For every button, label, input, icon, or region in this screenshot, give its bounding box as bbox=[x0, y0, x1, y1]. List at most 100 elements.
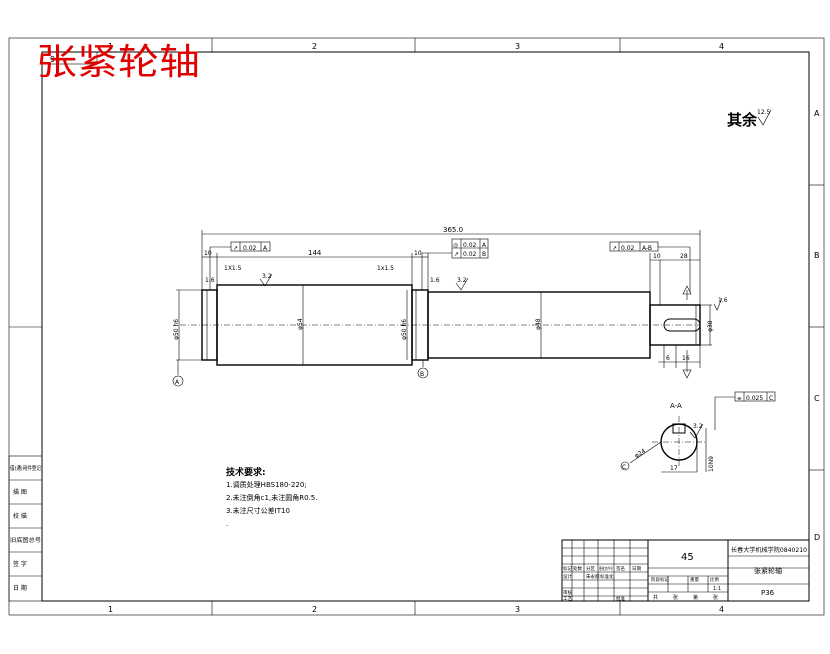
grid-col-bottom-1: 1 bbox=[108, 605, 113, 614]
roughness-symbol bbox=[757, 109, 772, 126]
svg-text:0.02: 0.02 bbox=[463, 251, 477, 258]
dim-left-journal: φ50 h6 bbox=[173, 319, 180, 340]
dim-mid-step: 10 bbox=[414, 250, 422, 257]
corner-code: 91 bbox=[50, 55, 60, 64]
dim-mid-journal: φ50 h6 bbox=[401, 319, 408, 340]
rough-mid-value: 3.2 bbox=[457, 277, 467, 284]
tb-material: 45 bbox=[681, 552, 694, 563]
tolerance-right: ↗ 0.02 A-B bbox=[609, 241, 691, 292]
dim-chamfer-right: 1x1.5 bbox=[377, 265, 394, 272]
outer-frame bbox=[8, 37, 825, 616]
dim-middle-length: 144 bbox=[308, 249, 322, 257]
tb-drawing-no: P36 bbox=[761, 589, 775, 597]
dim-big-diameter: φ54 bbox=[297, 318, 304, 330]
svg-text:0.02: 0.02 bbox=[243, 245, 257, 252]
svg-text:A: A bbox=[482, 242, 487, 249]
svg-text:0.02: 0.02 bbox=[463, 242, 477, 249]
svg-text:C: C bbox=[769, 395, 773, 402]
grid-col-bottom-4: 4 bbox=[719, 605, 724, 614]
tb-process-3: 批准 bbox=[616, 595, 625, 602]
tolerance-mid: ◎ 0.02 A ↗ 0.02 B bbox=[421, 238, 489, 290]
grid-col-bottom-3: 3 bbox=[515, 605, 520, 614]
tb-sheet-1: 共 bbox=[653, 594, 658, 601]
tb-school: 长春大学机械学院0840210 bbox=[731, 546, 807, 554]
side-cell-1: 借(通)用件登记 bbox=[10, 464, 41, 472]
side-cell-4: 旧底图总号 bbox=[10, 536, 42, 544]
tech-note-1: 1.调质处理HBS180-220; bbox=[226, 480, 307, 489]
tb-header-4: 更改文件号 bbox=[599, 565, 613, 571]
rough-mid-symbol bbox=[455, 277, 469, 291]
tb-scale: 1:1 bbox=[713, 586, 721, 592]
rough-left-symbol bbox=[259, 273, 273, 287]
grid-col-top-4: 4 bbox=[719, 42, 724, 51]
dim-right-rough: 1.6 bbox=[718, 297, 728, 304]
rough-left-value: 3.2 bbox=[262, 273, 272, 280]
tb-review: 审核 bbox=[563, 589, 572, 596]
svg-text:0.025: 0.025 bbox=[746, 395, 763, 402]
side-cell-5: 签 字 bbox=[13, 560, 27, 568]
grid-col-top-2: 2 bbox=[312, 42, 317, 51]
grid-row-b: B bbox=[814, 251, 820, 260]
grid-bottom: 1 2 3 4 bbox=[108, 601, 724, 615]
shaft-outline bbox=[201, 284, 701, 366]
tb-header-1: 标记 bbox=[563, 565, 572, 572]
tolerance-left: ↗ 0.02 A bbox=[209, 241, 271, 290]
dim-key-width: 6 bbox=[666, 355, 670, 362]
tb-sheet-2: 张 bbox=[673, 594, 678, 601]
tech-note-4: . bbox=[226, 520, 228, 528]
svg-text:⌯: ⌯ bbox=[737, 395, 742, 402]
section-label: A-A bbox=[670, 402, 682, 410]
dim-main-diameter: φ48 bbox=[535, 318, 542, 330]
tb-stage-2: 重量 bbox=[690, 576, 699, 583]
grid-col-top-1: 1 bbox=[108, 42, 113, 51]
dim-overall: 365.0 bbox=[443, 226, 463, 234]
tech-note-2: 2.未注倒角c1,未注圆角R0.5. bbox=[226, 493, 317, 502]
dim-mid-shoulder: 1.6 bbox=[430, 277, 440, 284]
datum-a-marker: A bbox=[172, 360, 184, 387]
grid-top: 1 2 3 4 bbox=[108, 38, 724, 52]
tb-header-3: 分区 bbox=[586, 565, 595, 572]
tb-stage-3: 比例 bbox=[710, 576, 719, 583]
svg-text:A-B: A-B bbox=[642, 245, 652, 252]
rough-section-value: 3.2 bbox=[693, 423, 703, 430]
grid-row-d: D bbox=[814, 533, 820, 542]
tech-note-3: 3.未注尺寸公差IT10 bbox=[226, 506, 290, 515]
section-depth: 17 bbox=[670, 465, 678, 472]
dim-right-step: 10 bbox=[653, 253, 661, 260]
dim-right-end: 28 bbox=[680, 253, 688, 260]
grid-row-a: A bbox=[814, 109, 820, 118]
dim-key-length: 16 bbox=[682, 355, 690, 362]
datum-b-marker: B bbox=[417, 360, 429, 379]
dim-chamfer-left: 1X1.5 bbox=[224, 265, 242, 272]
svg-text:C: C bbox=[622, 464, 626, 471]
svg-text:B: B bbox=[420, 371, 424, 378]
section-diameter: φ24 bbox=[633, 448, 647, 460]
section-view: A-A φ24 C 17 10N9 3.2 ⌯ 0.025 C bbox=[620, 391, 776, 473]
tb-sheet-4: 张 bbox=[713, 594, 718, 601]
dim-left-step: 10 bbox=[204, 250, 212, 257]
tb-sheet-3: 第 bbox=[693, 594, 698, 601]
title-block: 标记 处数 分区 更改文件号 签名 日期 设计 朱永刚 标准化 审核 工艺 批准… bbox=[561, 539, 810, 602]
tech-notes-heading: 技术要求: bbox=[226, 466, 266, 478]
grid-col-bottom-2: 2 bbox=[312, 605, 317, 614]
dimension-lines bbox=[176, 230, 712, 379]
tb-part-name: 张紧轮轴 bbox=[754, 566, 782, 575]
side-cell-6: 日 期 bbox=[13, 584, 27, 592]
dim-end-diameter: φ38 bbox=[707, 320, 714, 332]
tb-design-2: 朱永刚 bbox=[586, 573, 600, 580]
svg-text:A: A bbox=[263, 245, 268, 252]
svg-text:0.02: 0.02 bbox=[621, 245, 635, 252]
svg-text:↗: ↗ bbox=[454, 251, 459, 258]
inner-frame bbox=[41, 51, 810, 602]
side-column: 借(通)用件登记 描 图 校 描 旧底图总号 签 字 日 期 bbox=[8, 455, 43, 602]
side-cell-3: 校 描 bbox=[13, 512, 27, 520]
roughness-note-value: 12.5 bbox=[757, 109, 771, 116]
svg-text:↗: ↗ bbox=[233, 245, 238, 252]
tb-process-1: 工艺 bbox=[563, 596, 572, 602]
svg-text:↗: ↗ bbox=[612, 245, 617, 252]
tb-header-6: 日期 bbox=[632, 566, 641, 572]
svg-text:◎: ◎ bbox=[453, 242, 458, 249]
svg-text:A: A bbox=[175, 379, 180, 386]
svg-text:B: B bbox=[482, 251, 486, 258]
tb-header-5: 签名 bbox=[616, 565, 625, 572]
